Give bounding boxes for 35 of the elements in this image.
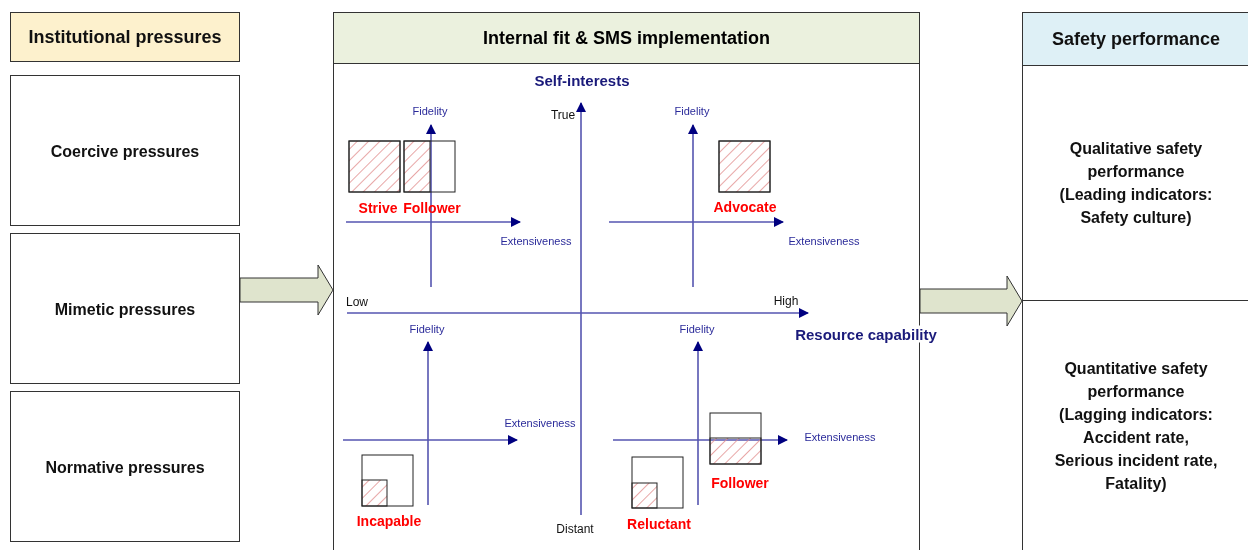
quadrant-name: Reluctant	[627, 517, 691, 531]
axis-label: Extensiveness	[500, 235, 572, 247]
category-box	[10, 391, 240, 542]
axis-label: Extensiveness	[504, 417, 576, 429]
column-header	[10, 12, 240, 62]
axis-label: Fidelity	[412, 105, 448, 117]
box-label: Qualitative safety performance (Leading indicators: Safety culture)	[1058, 139, 1214, 228]
axis-title: Resource capability	[793, 325, 939, 343]
panel-header: Internal fit & SMS implementation	[334, 13, 919, 64]
axis-end-label: Distant	[556, 523, 594, 535]
axis-end-label: High	[773, 295, 799, 307]
axis-label: Fidelity	[679, 323, 715, 335]
axis-label: Fidelity	[674, 105, 710, 117]
column-header	[1022, 12, 1248, 66]
header-text: Safety performance	[1050, 27, 1222, 51]
box-label: Normative pressures	[44, 457, 206, 478]
box-label: Quantitative safety performance (Lagging indicators: Accident rate, Serious incident rate, Fatality)	[1053, 359, 1219, 494]
axis-label: Extensiveness	[788, 235, 860, 247]
column-box	[1022, 65, 1248, 550]
block-arrow	[239, 264, 334, 316]
axis-end-label: Low	[346, 296, 368, 308]
quadrant-name: Follower	[711, 476, 769, 490]
quadrant-name: Incapable	[356, 514, 422, 528]
category-box	[10, 75, 240, 226]
quadrant-name: Strive	[358, 201, 398, 215]
box-label: Mimetic pressures	[53, 299, 197, 320]
quadrant-name: Follower	[403, 201, 461, 215]
block-arrow	[919, 275, 1023, 327]
header-text: Institutional pressures	[27, 25, 223, 49]
axis-label: Extensiveness	[804, 431, 876, 443]
category-box	[10, 233, 240, 384]
axis-end-label: True	[550, 109, 576, 121]
quadrant-name: Advocate	[713, 200, 777, 214]
box-label: Coercive pressures	[49, 141, 201, 162]
axis-label: Fidelity	[409, 323, 445, 335]
